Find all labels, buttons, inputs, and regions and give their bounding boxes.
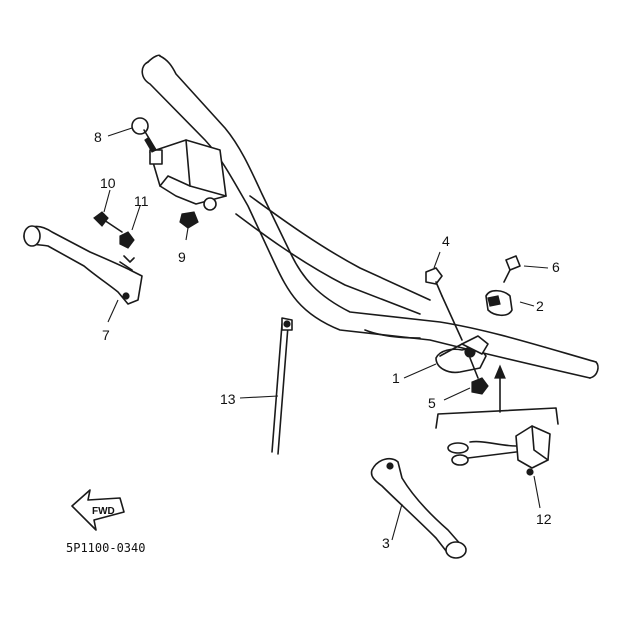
brake-lever-3 (370, 457, 467, 559)
left-clamp-assembly (149, 139, 227, 211)
fwd-arrow: FWD (71, 489, 125, 531)
callout-4: 4 (442, 233, 450, 249)
nut-5 (469, 357, 489, 395)
callout-3: 3 (382, 535, 390, 551)
callout-5: 5 (428, 395, 436, 411)
switch-12 (447, 425, 551, 476)
handlebar (141, 54, 599, 379)
callout-9: 9 (178, 249, 186, 265)
nut-9 (179, 211, 199, 229)
callout-11: 11 (134, 193, 149, 209)
diagram-code: 5P1100-0340 (66, 541, 145, 555)
callout-12: 12 (536, 511, 552, 527)
cable-13 (271, 317, 293, 455)
callout-6: 6 (552, 259, 560, 275)
callout-13: 13 (220, 391, 236, 407)
bolt-10 (93, 211, 123, 233)
bolt-4 (425, 267, 463, 341)
callout-2: 2 (536, 298, 544, 314)
nut-11 (119, 231, 135, 263)
callout-10: 10 (100, 175, 116, 191)
callout-7: 7 (102, 327, 110, 343)
clamp-2 (485, 289, 513, 317)
fwd-label: FWD (92, 506, 115, 517)
bolt-8 (131, 117, 157, 153)
clutch-lever (23, 225, 143, 305)
leader-lines (103, 127, 549, 541)
assembly-arrow (435, 364, 559, 429)
bolt-6 (503, 255, 521, 283)
lever-bracket-1 (435, 335, 489, 374)
callout-1: 1 (392, 370, 400, 386)
callout-8: 8 (94, 129, 102, 145)
